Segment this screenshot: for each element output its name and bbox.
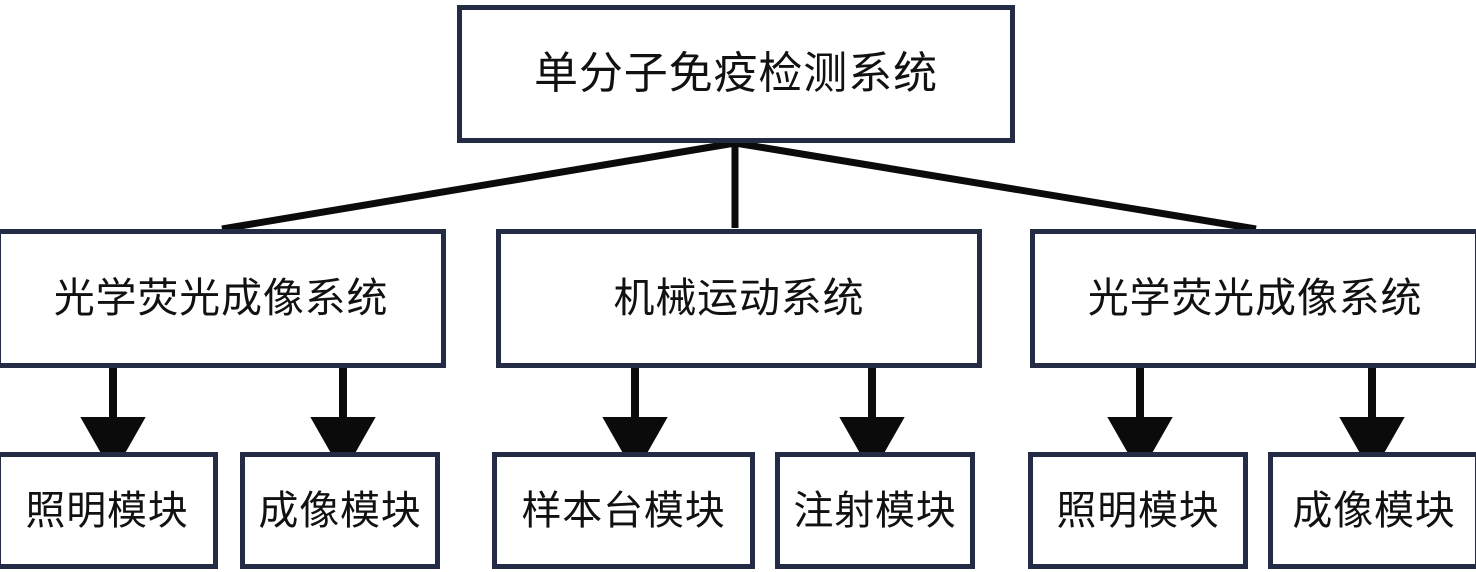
node-label: 光学荧光成像系统: [53, 274, 389, 322]
node-illumination-module-right[interactable]: 照明模块: [1028, 452, 1248, 569]
node-label: 机械运动系统: [613, 274, 865, 322]
node-mechanical-motion-system[interactable]: 机械运动系统: [496, 229, 982, 368]
node-label: 照明模块: [1056, 487, 1220, 534]
node-label: 光学荧光成像系统: [1087, 274, 1423, 322]
node-imaging-module-left[interactable]: 成像模块: [240, 452, 440, 569]
node-sample-stage-module[interactable]: 样本台模块: [492, 452, 755, 569]
node-label: 照明模块: [25, 487, 189, 534]
node-label: 单分子免疫检测系统: [534, 48, 938, 99]
connector-root-to-optical-left: [221, 139, 736, 233]
node-label: 注射模块: [793, 487, 957, 534]
node-label: 成像模块: [1292, 487, 1456, 534]
node-optical-fluorescence-imaging-system-left[interactable]: 光学荧光成像系统: [0, 229, 446, 368]
node-label: 样本台模块: [521, 487, 726, 534]
node-illumination-module-left[interactable]: 照明模块: [0, 452, 218, 569]
connector-root-to-optical-right: [734, 139, 1257, 233]
node-root-single-molecule-immunoassay-system[interactable]: 单分子免疫检测系统: [457, 5, 1015, 143]
node-imaging-module-right[interactable]: 成像模块: [1268, 452, 1476, 569]
node-optical-fluorescence-imaging-system-right[interactable]: 光学荧光成像系统: [1030, 229, 1476, 368]
node-injection-module[interactable]: 注射模块: [775, 452, 975, 569]
node-label: 成像模块: [258, 487, 422, 534]
